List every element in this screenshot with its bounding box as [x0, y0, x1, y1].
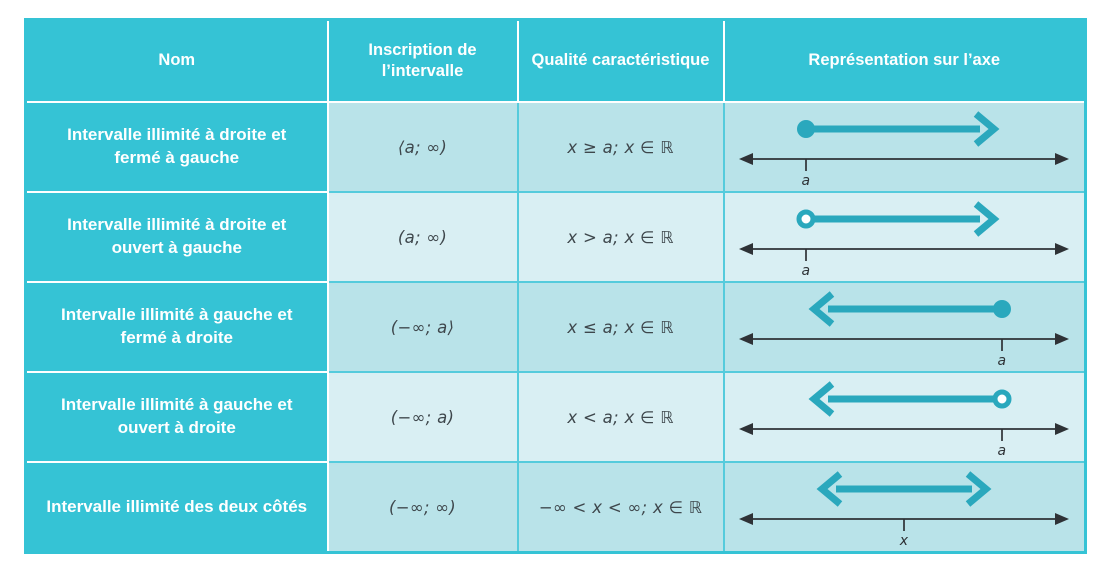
table-row: Intervalle illimité à droite et fermé à … [24, 101, 1087, 193]
column-header-representation: Représentation sur l’axe [722, 18, 1087, 103]
axis-left-arrowhead [739, 153, 754, 165]
ray-right-arrowhead [974, 201, 1000, 237]
axis-left-arrowhead [739, 513, 754, 525]
characteristic-cell: x > a; x ∈ ℝ [516, 191, 725, 283]
intervals-table: Nom Inscription de l’intervalle Qualité … [24, 18, 1087, 554]
open-endpoint-dot [992, 389, 1012, 409]
ray-left-arrowhead [808, 291, 835, 327]
row-name-cell: Intervalle illimité des deux côtés [24, 461, 329, 554]
number-line-diagram: x [739, 471, 1070, 547]
row-name-cell: Intervalle illimité à gauche et ouvert à… [24, 371, 329, 463]
axis-left-arrowhead [739, 333, 754, 345]
axis-representation-cell: a [722, 281, 1087, 373]
axis-left-arrowhead [739, 243, 754, 255]
closed-endpoint-dot [797, 120, 816, 138]
ray-right-arrowhead [974, 111, 1000, 147]
ray-right-arrowhead [966, 471, 992, 507]
column-header-inscription: Inscription de l’intervalle [326, 18, 519, 103]
column-header-nom: Nom [24, 18, 329, 103]
row-name-cell: Intervalle illimité à droite et ouvert à… [24, 191, 329, 283]
characteristic-cell: x < a; x ∈ ℝ [516, 371, 725, 463]
row-name-cell: Intervalle illimité à droite et fermé à … [24, 101, 329, 193]
characteristic-cell: x ≤ a; x ∈ ℝ [516, 281, 725, 373]
axis-representation-cell: a [722, 101, 1087, 193]
table-row: Intervalle illimité à gauche et ouvert à… [24, 371, 1087, 463]
number-line-diagram: a [739, 381, 1070, 457]
axis-representation-cell: a [722, 191, 1087, 283]
table-row: Intervalle illimité à gauche et fermé à … [24, 281, 1087, 373]
table-row: Intervalle illimité à droite et ouvert à… [24, 191, 1087, 283]
open-endpoint-dot [796, 209, 816, 229]
interval-notation-cell: (−∞; a⟩ [326, 281, 519, 373]
number-line-diagram: a [739, 291, 1070, 367]
tick-label: x [899, 533, 909, 547]
interval-notation-cell: ⟨a; ∞) [326, 101, 519, 193]
column-header-qualite: Qualité caractéristique [516, 18, 725, 103]
intervals-table-wrapper: Nom Inscription de l’intervalle Qualité … [24, 18, 1087, 554]
tick-label: a [998, 443, 1007, 457]
header-row: Nom Inscription de l’intervalle Qualité … [24, 18, 1087, 103]
interval-notation-cell: (a; ∞) [326, 191, 519, 283]
characteristic-cell: −∞ < x < ∞; x ∈ ℝ [516, 461, 725, 554]
closed-endpoint-dot [993, 300, 1012, 318]
number-line-diagram: a [739, 111, 1070, 187]
interval-notation-cell: (−∞; ∞) [326, 461, 519, 554]
axis-right-arrowhead [1055, 513, 1070, 525]
axis-right-arrowhead [1055, 423, 1070, 435]
table-row: Intervalle illimité des deux côtés (−∞; … [24, 461, 1087, 554]
tick-label: a [802, 173, 811, 187]
characteristic-cell: x ≥ a; x ∈ ℝ [516, 101, 725, 193]
ray-left-arrowhead [816, 471, 843, 507]
axis-right-arrowhead [1055, 243, 1070, 255]
row-name-cell: Intervalle illimité à gauche et fermé à … [24, 281, 329, 373]
axis-right-arrowhead [1055, 153, 1070, 165]
number-line-diagram: a [739, 201, 1070, 277]
ray-left-arrowhead [808, 381, 835, 417]
axis-right-arrowhead [1055, 333, 1070, 345]
axis-left-arrowhead [739, 423, 754, 435]
axis-representation-cell: x [722, 461, 1087, 554]
tick-label: a [998, 353, 1007, 367]
tick-label: a [802, 263, 811, 277]
axis-representation-cell: a [722, 371, 1087, 463]
interval-notation-cell: (−∞; a) [326, 371, 519, 463]
